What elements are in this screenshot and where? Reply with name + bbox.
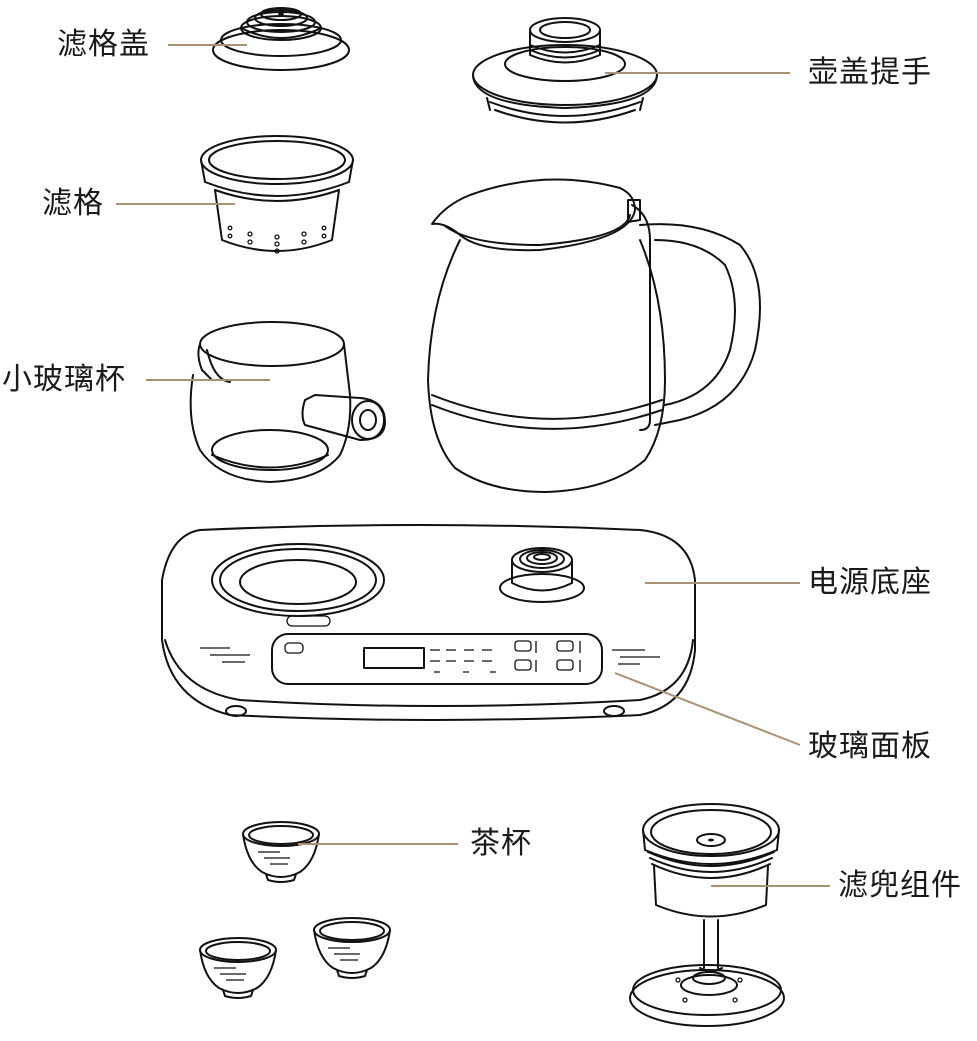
label-filter-lid: 滤格盖 [57,27,150,62]
tea-cup-3-drawing [313,917,391,979]
strainer-assembly-drawing [629,803,785,1027]
label-tea-cup: 茶杯 [470,826,532,861]
label-pot-lid-handle: 壶盖提手 [808,55,932,90]
leader-lines [116,44,830,887]
label-power-base: 电源底座 [808,565,932,600]
label-strainer-assembly: 滤兜组件 [838,868,962,903]
small-glass-cup-drawing [189,321,386,483]
filter-lid-drawing [212,7,350,71]
glass-kettle-drawing [427,178,761,493]
label-filter: 滤格 [42,186,104,221]
filter-drawing [200,135,354,254]
power-base-drawing [161,524,696,721]
tea-cup-2-drawing [199,937,277,999]
label-small-glass-cup: 小玻璃杯 [2,362,126,397]
panel-tiny-marks [430,641,581,673]
pot-lid-drawing [472,17,658,124]
glass-panel-outline [271,633,603,685]
label-glass-panel: 玻璃面板 [808,729,932,764]
filter-holes [227,225,327,254]
tea-cup-1-drawing [242,821,320,883]
